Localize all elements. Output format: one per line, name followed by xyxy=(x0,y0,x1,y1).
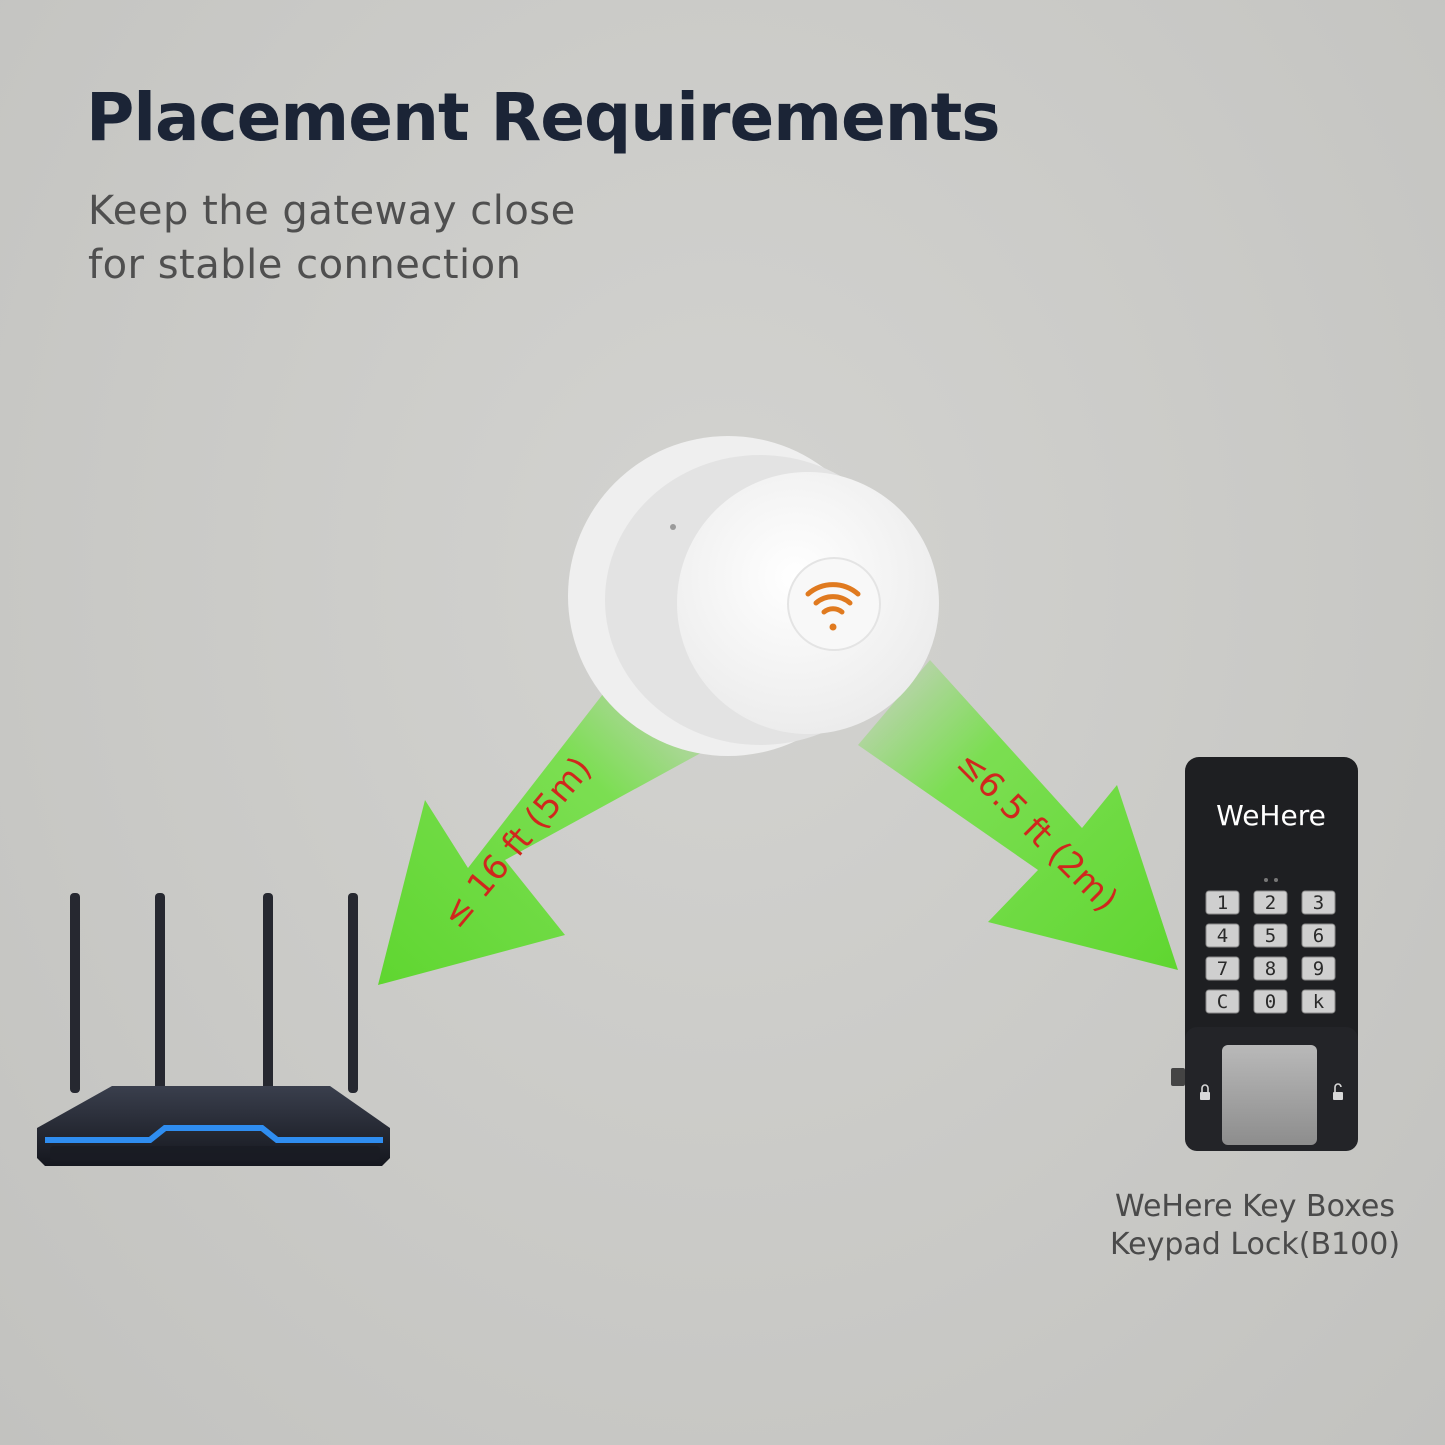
keypad-key[interactable]: 1 xyxy=(1205,890,1240,915)
lock-brand-label: WeHere xyxy=(1216,799,1326,832)
keypad-key-label: 6 xyxy=(1313,925,1324,947)
router-antenna xyxy=(348,893,358,1093)
gateway-device xyxy=(568,436,939,756)
keypad-key[interactable]: 0 xyxy=(1253,989,1288,1014)
keypad-key[interactable]: 8 xyxy=(1253,956,1288,981)
keypad-key-label: 4 xyxy=(1217,925,1228,947)
keypad-key-label: 7 xyxy=(1217,958,1228,980)
keypad-key-label: 0 xyxy=(1265,991,1276,1013)
subtitle-line-1: Keep the gateway close xyxy=(88,188,576,234)
page-subtitle: Keep the gateway close for stable connec… xyxy=(88,184,576,292)
router-antenna xyxy=(70,893,80,1093)
keypad-key[interactable]: 7 xyxy=(1205,956,1240,981)
keypad-lock: WeHere 1 2 3 4 5 6 7 8 9C 0 k xyxy=(1171,757,1358,1151)
keypad-key[interactable]: 3 xyxy=(1301,890,1336,915)
keypad-key-label: 1 xyxy=(1217,892,1228,914)
keypad-key[interactable]: C xyxy=(1205,989,1240,1014)
wifi-icon xyxy=(805,582,861,631)
keypad-key-label: k xyxy=(1313,991,1325,1013)
page-title: Placement Requirements xyxy=(86,79,1001,156)
router-antenna xyxy=(263,893,273,1093)
keypad-key[interactable]: k xyxy=(1301,989,1336,1014)
keypad-key[interactable]: 9 xyxy=(1301,956,1336,981)
keypad-key-label: C xyxy=(1217,991,1228,1013)
keypad-key[interactable]: 4 xyxy=(1205,923,1240,948)
keypad-key-label: 2 xyxy=(1265,892,1276,914)
router-light-strip xyxy=(45,1125,383,1143)
lock-caption-line-2: Keypad Lock(B100) xyxy=(1109,1227,1401,1262)
lock-shackle-cover xyxy=(1222,1045,1317,1145)
subtitle-line-2: for stable connection xyxy=(88,242,522,288)
keypad-key-label: 9 xyxy=(1313,958,1324,980)
unlocked-icon xyxy=(1333,1083,1343,1100)
keypad-key-label: 3 xyxy=(1313,892,1324,914)
lock-keypad: 1 2 3 4 5 6 7 8 9C 0 k xyxy=(1205,890,1336,1014)
arrow-to-lock: ≤6.5 ft (2m) xyxy=(858,660,1178,970)
lock-caption: WeHere Key Boxes Keypad Lock(B100) xyxy=(1100,1188,1410,1264)
keypad-key[interactable]: 5 xyxy=(1253,923,1288,948)
keypad-key[interactable]: 2 xyxy=(1253,890,1288,915)
router-antenna xyxy=(155,893,165,1093)
locked-icon xyxy=(1200,1084,1210,1100)
keypad-key-label: 8 xyxy=(1265,958,1276,980)
keypad-key[interactable]: 6 xyxy=(1301,923,1336,948)
wifi-router xyxy=(37,893,390,1166)
lock-caption-line-1: WeHere Key Boxes xyxy=(1115,1189,1395,1224)
keypad-key-label: 5 xyxy=(1265,925,1276,947)
